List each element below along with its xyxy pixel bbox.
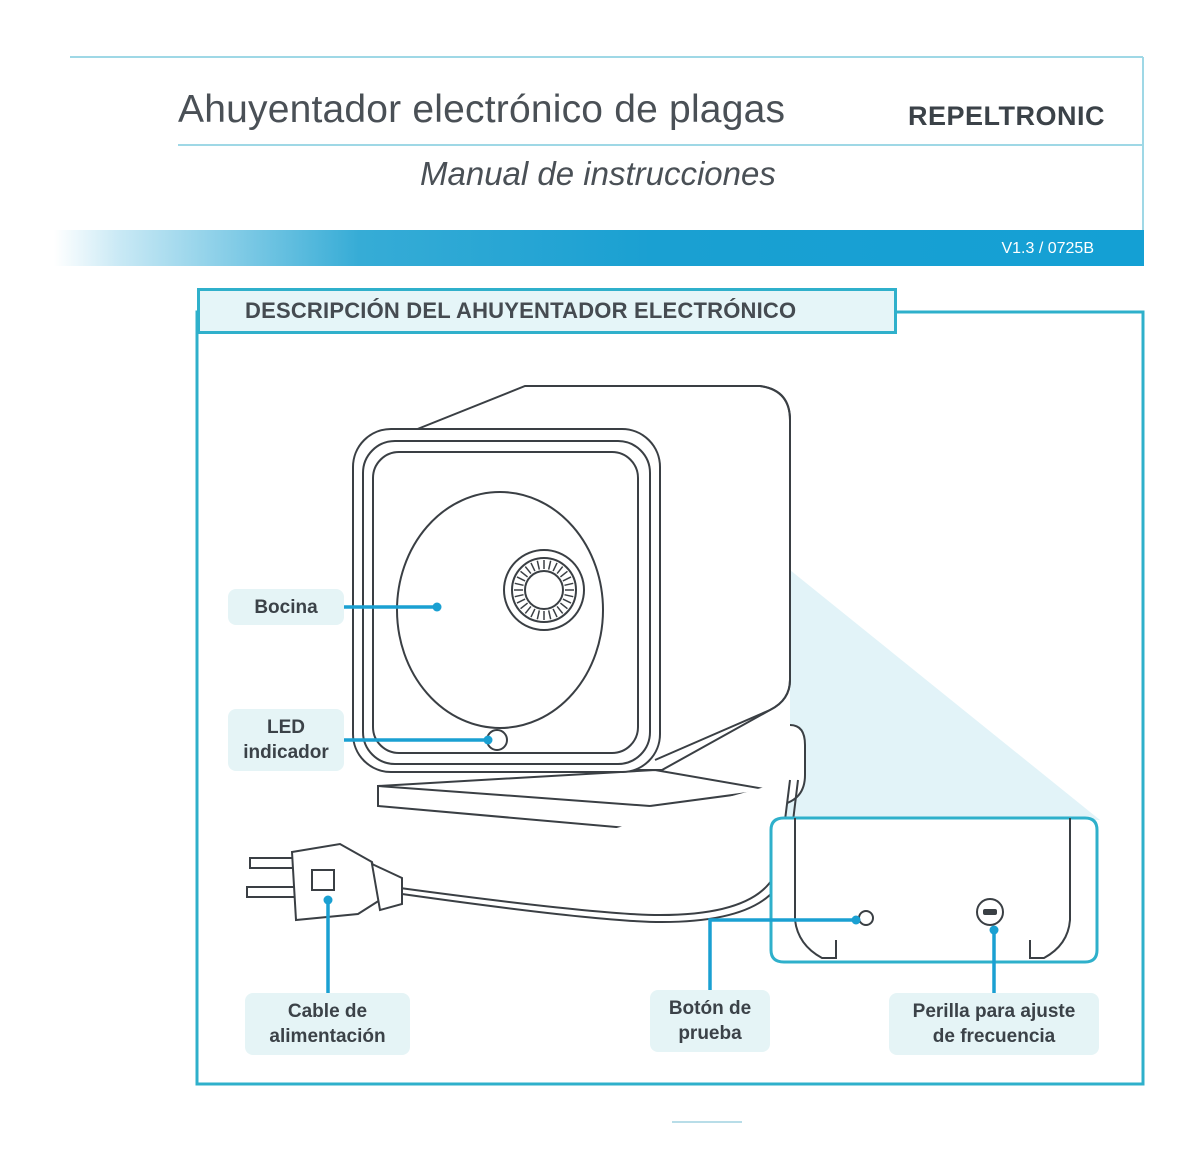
tweeter-grille-slot <box>562 576 572 582</box>
speaker <box>396 491 604 729</box>
zoom-beam <box>775 570 1100 820</box>
callout-boton-line1: Botón de <box>668 998 752 1019</box>
document-subtitle: Manual de instrucciones <box>420 155 776 192</box>
callout-test-button: Botón de prueba <box>650 990 770 1052</box>
tweeter-grille-slot <box>520 602 529 610</box>
callout-speaker-label: Bocina <box>254 596 318 618</box>
callout-cable-line2: alimentación <box>269 1026 386 1047</box>
callout-led-line1: LED <box>266 717 305 738</box>
version-label: V1.3 / 0725B <box>1001 240 1094 257</box>
section-header-box <box>197 288 897 334</box>
tweeter-grille-slot <box>514 582 524 587</box>
brand-name: REPELTRONIC <box>908 101 1106 131</box>
callout-power-cable: Cable de alimentación <box>245 993 410 1055</box>
tweeter-grille-slot <box>564 582 574 587</box>
tweeter-grille-slot <box>547 610 552 620</box>
tweeter-grille-slot <box>536 560 541 570</box>
tweeter-grille-slot <box>559 602 568 610</box>
callout-led: LED indicador <box>228 709 344 771</box>
callout-cable-line1: Cable de <box>287 1001 368 1022</box>
tweeter-grille-slot <box>536 610 541 620</box>
power-plug <box>246 779 799 924</box>
tweeter-grille-slot <box>547 560 552 570</box>
tweeter-grille-slot <box>556 605 564 614</box>
callout-speaker: Bocina <box>228 589 344 625</box>
tweeter-grille-slot <box>530 608 536 618</box>
callout-frequency-knob: Perilla para ajuste de frecuencia <box>889 993 1099 1055</box>
tweeter-grille-slot <box>514 593 524 598</box>
zoom-detail <box>769 816 1099 964</box>
tweeter-grille-slot <box>516 576 526 582</box>
tweeter-grille-slot <box>524 566 532 575</box>
header-accent-band <box>54 230 1144 266</box>
tweeter-grille-slot <box>516 598 526 604</box>
document-title: Ahuyentador electrónico de plagas <box>178 88 786 131</box>
callout-perilla-line1: Perilla para ajuste <box>912 1001 1076 1022</box>
tweeter-grille-slot <box>562 598 572 604</box>
tweeter-grille-slot <box>530 562 536 572</box>
header-frame <box>70 56 1144 230</box>
section-title: DESCRIPCIÓN DEL AHUYENTADOR ELECTRÓNICO <box>245 298 797 323</box>
tweeter-grille-slot <box>559 570 568 578</box>
tweeter-grille-slot <box>552 562 558 572</box>
tweeter-grille-slot <box>552 608 558 618</box>
test-button <box>858 910 874 926</box>
tweeter-grille-slot <box>564 593 574 598</box>
tweeter-grille-slot <box>556 566 564 575</box>
callout-boton-line2: prueba <box>678 1023 742 1044</box>
tweeter-grille-slot <box>520 570 529 578</box>
callout-led-line2: indicador <box>243 742 329 763</box>
callout-perilla-line2: de frecuencia <box>932 1026 1056 1047</box>
leader-lines <box>323 602 999 993</box>
tweeter-grille-slot <box>524 605 532 614</box>
